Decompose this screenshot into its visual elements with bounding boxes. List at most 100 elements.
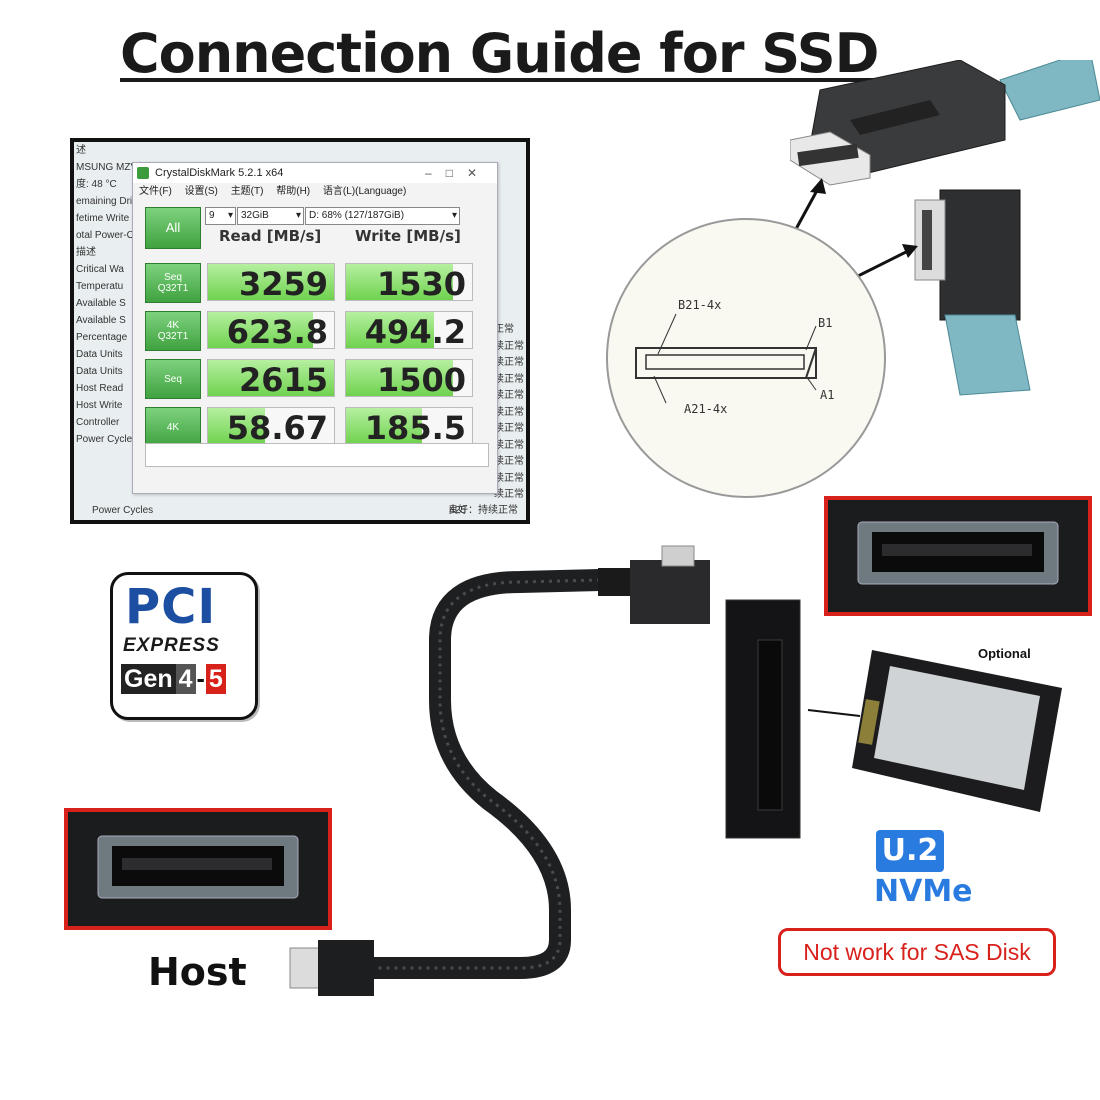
write-number: 494.2	[364, 313, 466, 349]
bg-text: 续正常	[494, 472, 524, 484]
row-label-line2: Q32T1	[157, 283, 189, 294]
read-header: Read [MB/s]	[219, 227, 322, 245]
right-angle-connector	[939, 189, 1021, 321]
read-number: 2615	[238, 361, 328, 397]
all-button[interactable]: All	[145, 207, 201, 249]
bg-text: emaining Dri	[76, 196, 133, 207]
window-controls[interactable]: –□✕	[425, 166, 491, 180]
port-photo-drawing	[828, 500, 1088, 612]
bg-text: Power Cycles	[76, 434, 138, 445]
pinout-diagram	[606, 218, 886, 498]
bg-text: Data Units	[76, 366, 123, 377]
leader-line	[653, 375, 667, 404]
size-select[interactable]: 32GiB	[237, 207, 304, 225]
bg-text: Host Write	[76, 400, 123, 411]
cable-connectors-illustration	[790, 60, 1100, 396]
row-label-line1: Seq	[164, 373, 182, 385]
menu-language[interactable]: 语言(L)(Language)	[322, 186, 407, 197]
bg-text: 述	[76, 145, 86, 156]
bg-text: Available S	[76, 315, 126, 326]
write-bar	[346, 312, 435, 348]
bg-text: Temperatu	[76, 281, 124, 292]
right-angle-pins	[922, 210, 932, 270]
u2-badge: U.2	[876, 830, 944, 872]
write-number: 1500	[376, 361, 466, 397]
write-value: 1500	[345, 359, 473, 397]
page-title: Connection Guide for SSD	[120, 22, 879, 85]
write-bar	[346, 408, 422, 444]
bg-text: 续正常	[494, 456, 524, 467]
benchmark-row: 4K 58.67 185.5	[133, 403, 497, 451]
bg-text: 续正常	[494, 489, 524, 500]
device-port-photo	[824, 496, 1092, 616]
pin-label-b1: B1	[818, 316, 833, 330]
row-label-line2: Q32T1	[157, 331, 189, 342]
read-number: 58.67	[226, 409, 328, 445]
benchmark-row: Seq 2615 1500	[133, 355, 497, 403]
bg-text: Percentage	[76, 332, 128, 343]
pci-gen-dash: -	[195, 664, 206, 694]
window-titlebar: CrystalDiskMark 5.2.1 x64 –□✕	[133, 163, 497, 183]
bg-text: Controller	[76, 417, 120, 428]
row-label: 4K	[167, 422, 179, 433]
read-number: 3259	[238, 265, 328, 301]
bg-text: MSUNG MZV	[76, 162, 138, 173]
bg-text: 续正常	[494, 439, 524, 451]
background-smart-list: 述 MSUNG MZV 度: 48 °C emaining Dri fetime…	[74, 142, 150, 520]
bg-text: Data Units	[76, 349, 123, 360]
write-number: 185.5	[364, 409, 466, 445]
drive-select[interactable]: D: 68% (127/187GiB)	[305, 207, 460, 225]
right-angle-head	[630, 560, 710, 624]
connector-pins	[797, 143, 859, 167]
menu-help[interactable]: 帮助(H)	[276, 186, 311, 197]
sas-warning: Not work for SAS Disk	[778, 928, 1056, 976]
write-header: Write [MB/s]	[355, 227, 461, 245]
menu-settings[interactable]: 设置(S)	[184, 186, 218, 197]
count-select[interactable]: 9	[205, 207, 236, 225]
arrow-head	[810, 178, 826, 194]
benchmark-row-button[interactable]: 4K	[145, 407, 201, 447]
bg-text: 续正常	[494, 406, 524, 418]
pci-logo-text: PCI	[125, 579, 217, 635]
ribbon-cable	[999, 60, 1100, 121]
read-value: 3259	[207, 263, 335, 301]
power-cycles-status: 良好：持续正常	[448, 505, 518, 516]
row-label-line1: Seq	[164, 272, 182, 283]
read-bar	[208, 312, 313, 348]
menu-file[interactable]: 文件(F)	[139, 186, 172, 197]
write-bar	[346, 264, 454, 300]
right-angle-metal	[661, 545, 695, 567]
bg-text: Power Cycles	[92, 505, 154, 516]
leader-line	[805, 375, 817, 391]
bg-text: 正常	[494, 324, 514, 335]
u2-slot	[757, 639, 783, 811]
read-bar	[208, 408, 265, 444]
row-label-line1: 4K	[166, 421, 180, 433]
write-value: 1530	[345, 263, 473, 301]
pin-label-a21: A21-4x	[684, 402, 728, 416]
arrow-head	[902, 244, 918, 258]
optional-label: Optional	[978, 646, 1031, 661]
pci-gen-a: 4	[175, 664, 196, 694]
write-value: 185.5	[345, 407, 473, 445]
leader-line	[807, 709, 861, 717]
host-label: Host	[148, 950, 247, 994]
menu-theme[interactable]: 主题(T)	[230, 186, 264, 197]
bg-text: Available S	[76, 298, 126, 309]
port-tongue	[122, 858, 272, 870]
write-value: 494.2	[345, 311, 473, 349]
ribbon-cable-lower	[944, 314, 1031, 396]
bg-text: 续正常	[494, 390, 524, 401]
bg-text: 续正常	[494, 373, 524, 385]
write-number: 1530	[376, 265, 466, 301]
benchmark-row-button[interactable]: Seq	[145, 359, 201, 399]
pci-logo-gen: Gen 4 - 5	[121, 663, 226, 695]
bg-text: 度: 48 °C	[76, 179, 117, 190]
comment-field[interactable]	[145, 443, 489, 467]
pinout-drawing	[635, 313, 817, 404]
bg-text: 描述	[76, 247, 96, 258]
